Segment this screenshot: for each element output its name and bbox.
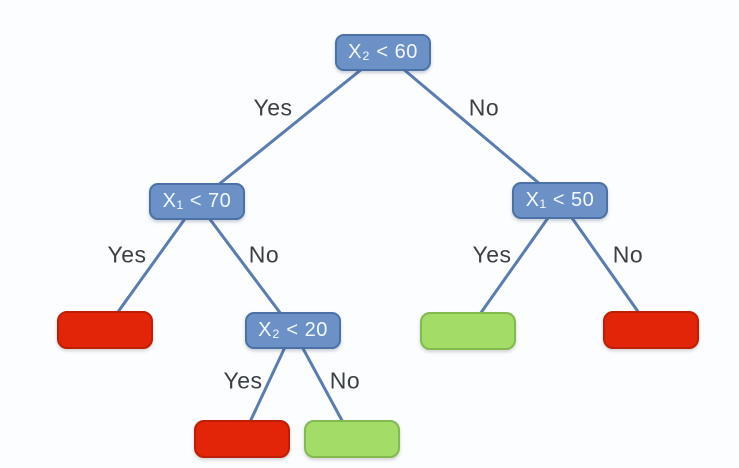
branch-label-x2lt20-no: No	[329, 367, 361, 394]
edge-x1lt70-no	[195, 200, 295, 332]
decision-node-x1-lt-50: X₁ < 50	[512, 182, 608, 219]
decision-node-root: X₂ < 60	[335, 34, 431, 71]
edge-root-yes	[195, 50, 385, 204]
decision-node-x1-lt-70: X₁ < 70	[149, 183, 245, 220]
branch-label-root-no: No	[468, 94, 500, 121]
branch-label-x1lt50-no: No	[612, 241, 644, 268]
leaf-node-red-right	[603, 311, 699, 349]
edge-root-no	[381, 50, 562, 203]
branch-label-x1lt70-no: No	[248, 241, 280, 268]
branch-label-root-yes: Yes	[253, 94, 293, 121]
leaf-node-green-bottom	[304, 420, 400, 458]
edge-x1lt50-yes	[466, 199, 562, 333]
branch-label-x1lt70-yes: Yes	[107, 241, 147, 268]
branch-label-x2lt20-yes: Yes	[223, 367, 263, 394]
leaf-node-green-mid	[420, 312, 516, 350]
decision-node-x2-lt-20: X₂ < 20	[245, 312, 341, 349]
edge-x1lt50-no	[558, 199, 653, 332]
leaf-node-red-left	[57, 311, 153, 349]
branch-label-x1lt50-yes: Yes	[472, 241, 512, 268]
leaf-node-red-bottom	[194, 420, 290, 458]
edge-x1lt70-yes	[103, 200, 199, 332]
